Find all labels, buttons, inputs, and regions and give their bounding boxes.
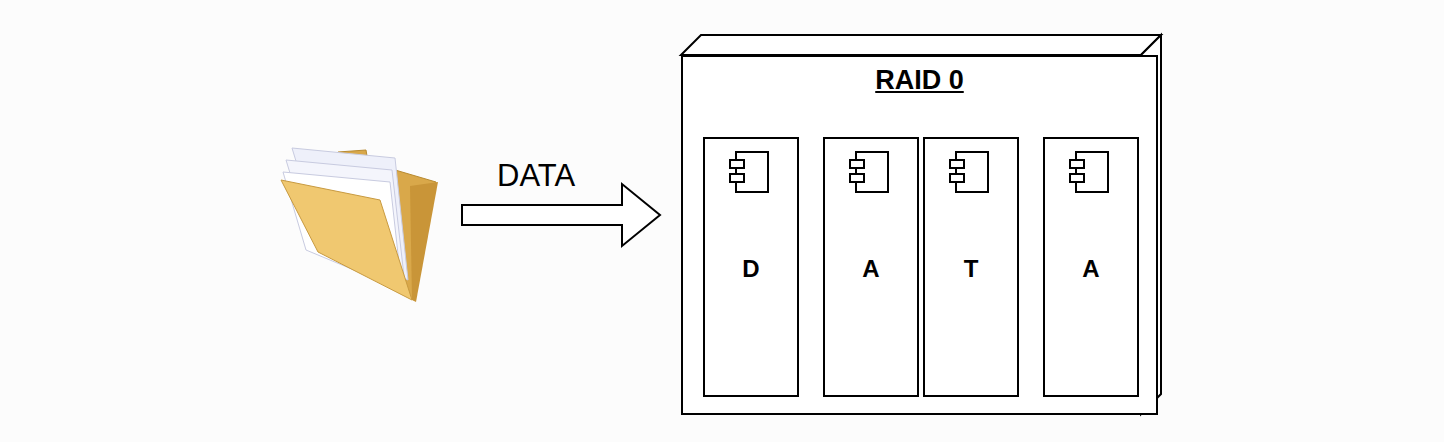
disk-box: A xyxy=(823,137,919,397)
disk-box: A xyxy=(1043,137,1139,397)
raid-title: RAID 0 xyxy=(683,65,1156,96)
folder-icon xyxy=(281,148,438,302)
component-icon xyxy=(1068,150,1112,194)
component-icon xyxy=(728,150,772,194)
disk-letter: T xyxy=(925,255,1017,283)
raid-box: RAID 0DATA xyxy=(681,55,1158,415)
disk-box: T xyxy=(923,137,1019,397)
disk-letter: A xyxy=(1045,255,1137,283)
box-3d-faces xyxy=(681,35,1161,414)
hollow-arrow xyxy=(462,184,660,246)
arrow-label: DATA xyxy=(497,158,575,194)
disk-box: D xyxy=(703,137,799,397)
component-icon xyxy=(848,150,892,194)
disk-letter: A xyxy=(825,255,917,283)
component-icon xyxy=(948,150,992,194)
disk-letter: D xyxy=(705,255,797,283)
